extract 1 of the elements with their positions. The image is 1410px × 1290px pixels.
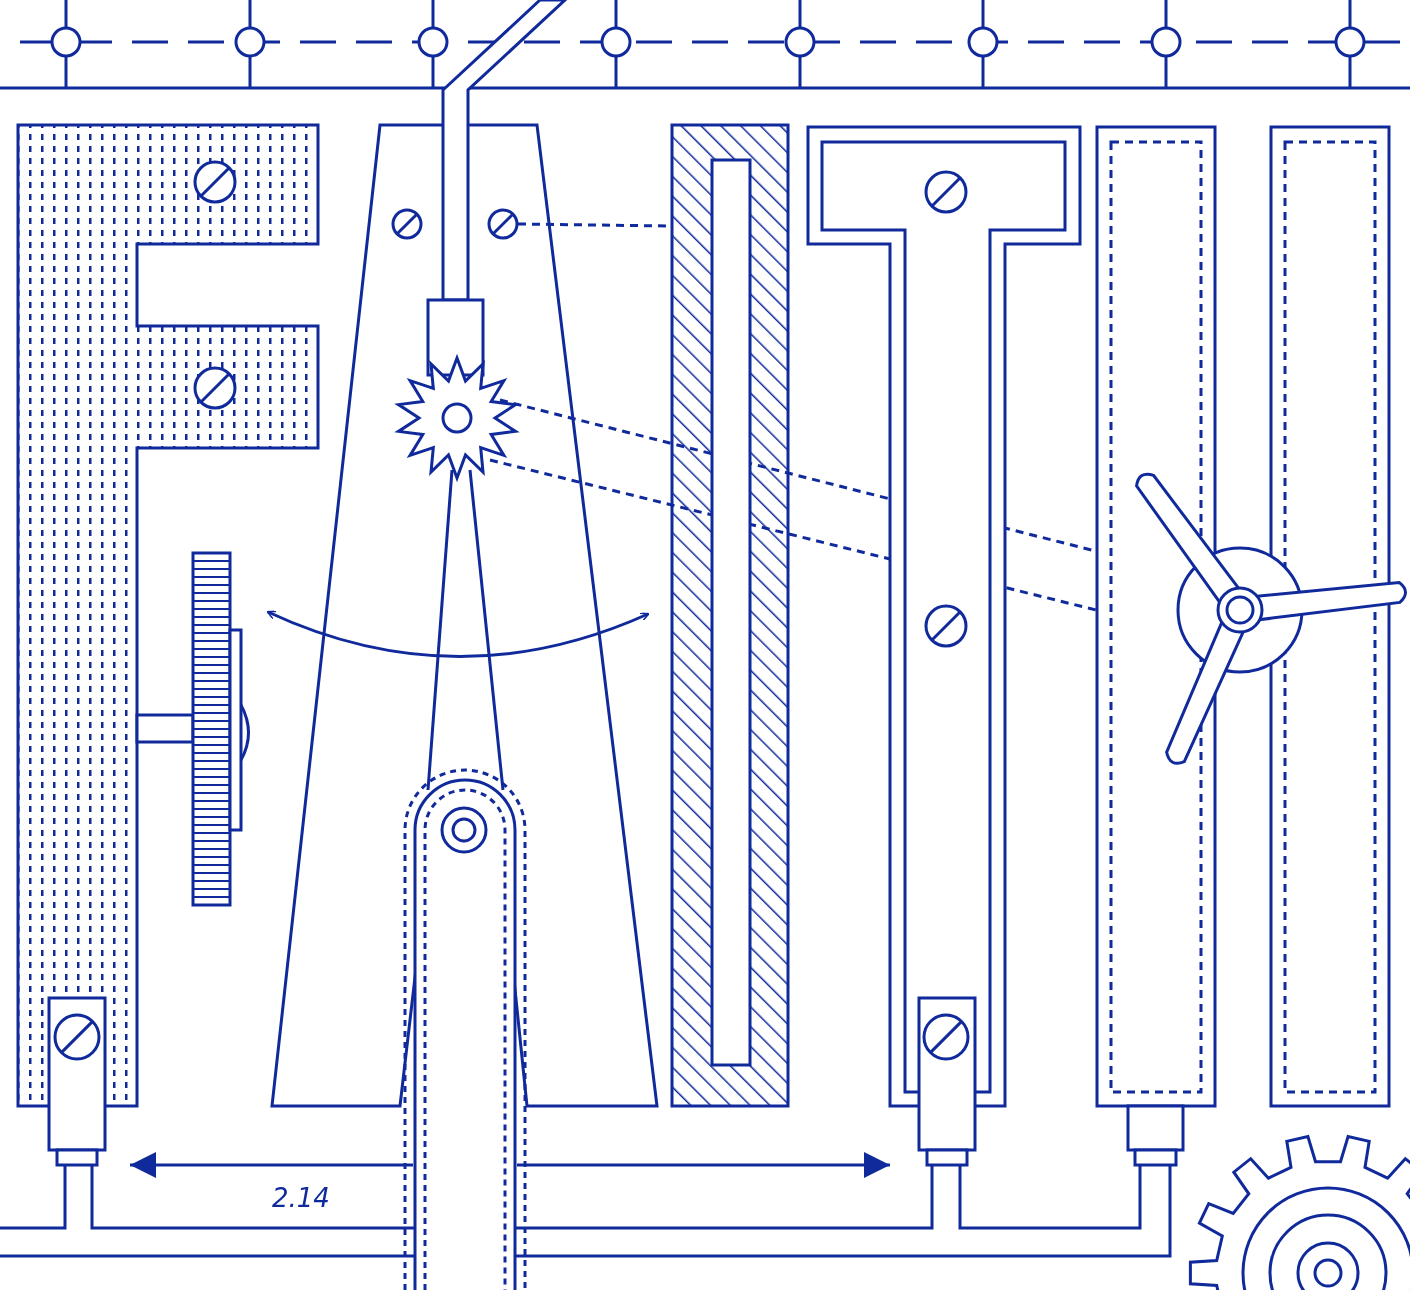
dimension-value: 2.14 — [272, 1185, 330, 1211]
